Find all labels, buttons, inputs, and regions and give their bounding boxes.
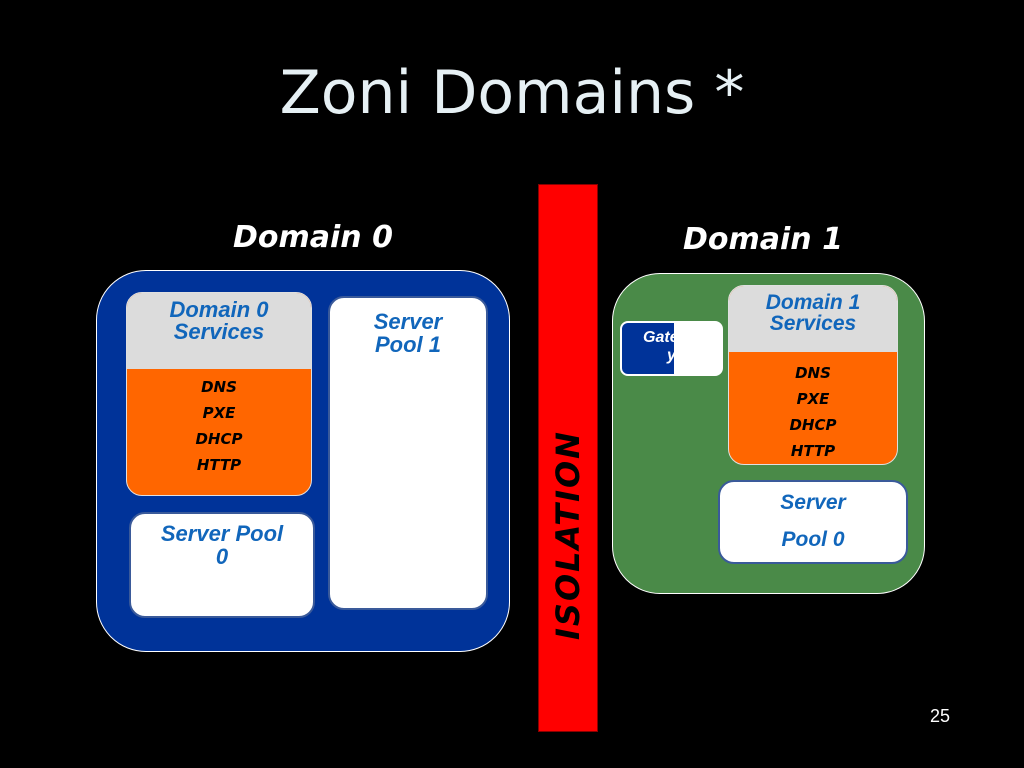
domain-0-server-pool-0: Server Pool 0 bbox=[129, 512, 315, 618]
slide-title: Zoni Domains * bbox=[279, 58, 745, 128]
domain-1-service-dhcp: DHCP bbox=[789, 416, 837, 434]
domain-0-server-pool-0-line2: 0 bbox=[215, 544, 229, 570]
domain-1-gateway: Gatewa y bbox=[620, 321, 723, 376]
domain-1-server-pool-0-line1: Server bbox=[780, 491, 846, 514]
domain-1-service-pxe: PXE bbox=[796, 390, 830, 408]
domain-0-services-title-line2: Services bbox=[173, 319, 265, 344]
domain-0-server-pool-1: Server Pool 1 bbox=[328, 296, 488, 610]
domain-1-label: Domain 1 bbox=[683, 222, 843, 257]
domain-1-services-list: DNS PXE DHCP HTTP bbox=[729, 352, 897, 464]
domain-0-service-http: HTTP bbox=[196, 456, 242, 474]
domain-1-gateway-line2: y bbox=[667, 347, 676, 364]
domain-0-services-box: Domain 0 Services DNS PXE DHCP HTTP bbox=[126, 292, 312, 496]
domain-1-services-title-line2: Services bbox=[769, 312, 857, 335]
domain-0-server-pool-1-line1: Server bbox=[373, 309, 443, 334]
domain-1-gateway-line1: Gatewa bbox=[643, 329, 700, 346]
domain-0-services-list: DNS PXE DHCP HTTP bbox=[127, 369, 311, 478]
domain-0-label: Domain 0 bbox=[233, 220, 393, 255]
domain-0-services-header: Domain 0 Services bbox=[127, 293, 311, 369]
domain-0-server-pool-1-line2: Pool 1 bbox=[374, 332, 441, 358]
domain-1-server-pool-0-line2: Pool 0 bbox=[781, 528, 845, 551]
domain-1-service-http: HTTP bbox=[790, 442, 836, 460]
domain-1-service-dns: DNS bbox=[795, 364, 831, 382]
domain-1-services-box: Domain 1 Services DNS PXE DHCP HTTP bbox=[728, 285, 898, 465]
isolation-bar: ISOLATION bbox=[538, 184, 598, 732]
domain-0-service-dhcp: DHCP bbox=[195, 430, 243, 448]
domain-0-server-pool-0-line1: Server Pool bbox=[160, 521, 284, 546]
domain-0-service-dns: DNS bbox=[201, 378, 237, 396]
domain-1-server-pool-0: Server Pool 0 bbox=[718, 480, 908, 564]
domain-0-services-title-line1: Domain 0 bbox=[169, 297, 269, 322]
domain-1-services-title-line1: Domain 1 bbox=[765, 291, 861, 314]
isolation-label: ISOLATION bbox=[549, 430, 587, 640]
domain-0-service-pxe: PXE bbox=[202, 404, 236, 422]
page-number: 25 bbox=[930, 706, 951, 726]
domain-1-services-header: Domain 1 Services bbox=[729, 286, 897, 352]
